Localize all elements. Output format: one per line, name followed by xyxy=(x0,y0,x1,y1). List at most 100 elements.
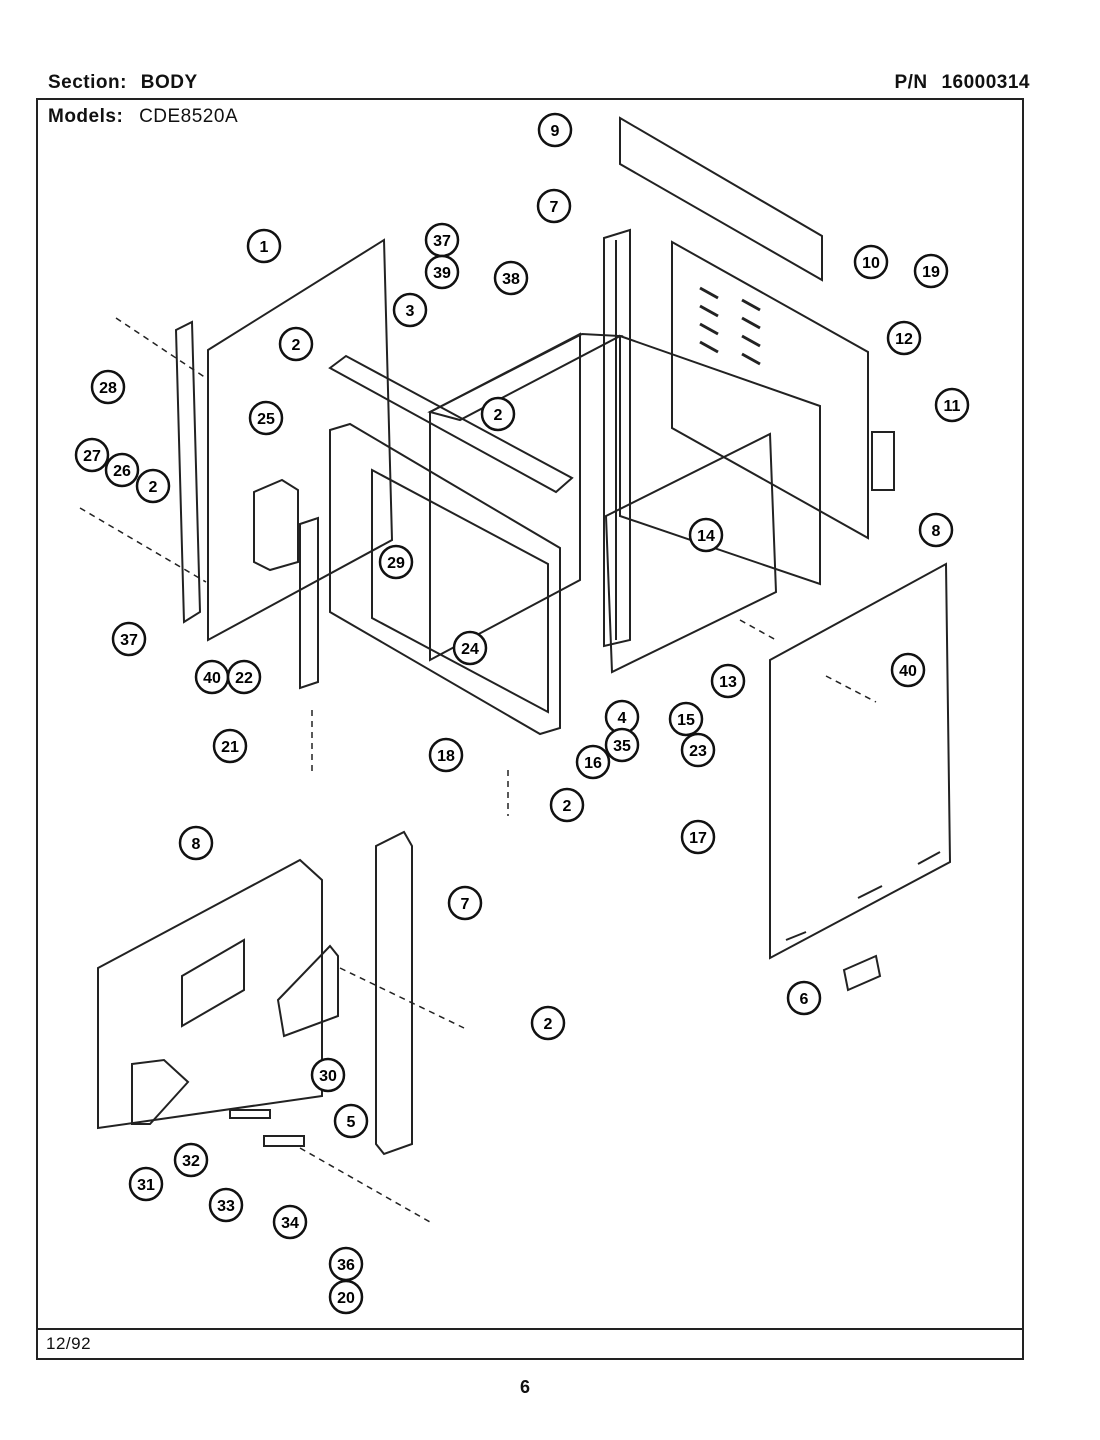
callout-16: 16 xyxy=(575,744,611,780)
callout-34: 34 xyxy=(272,1204,308,1240)
callout-number: 36 xyxy=(337,1257,355,1274)
callout-circle xyxy=(786,980,822,1016)
callout-36: 36 xyxy=(328,1246,364,1282)
front-strip-part xyxy=(299,516,319,690)
callout-2: 2 xyxy=(278,326,314,362)
callout-14: 14 xyxy=(688,517,724,553)
leveling-bracket-part xyxy=(842,954,882,992)
oven-liner-top xyxy=(427,332,624,422)
callout-number: 21 xyxy=(221,739,239,756)
callout-33: 33 xyxy=(208,1187,244,1223)
callout-number: 26 xyxy=(113,463,131,480)
part-number-label: P/N xyxy=(894,72,928,93)
callout-number: 16 xyxy=(584,755,602,772)
callout-circle xyxy=(537,112,573,148)
callout-8: 8 xyxy=(918,512,954,548)
lower-inner-panel-part xyxy=(97,858,323,1130)
callout-circle xyxy=(688,517,724,553)
callout-number: 8 xyxy=(192,836,201,853)
callout-22: 22 xyxy=(226,659,262,695)
callout-number: 4 xyxy=(618,710,627,727)
callout-circle xyxy=(333,1103,369,1139)
callout-circle xyxy=(710,663,746,699)
oven-liner-back xyxy=(619,334,821,586)
callout-40: 40 xyxy=(890,652,926,688)
callout-29: 29 xyxy=(378,544,414,580)
callout-37: 37 xyxy=(424,222,460,258)
callout-number: 7 xyxy=(550,199,559,216)
callout-number: 20 xyxy=(337,1290,355,1307)
callout-circle xyxy=(135,468,171,504)
callout-number: 37 xyxy=(433,233,451,250)
callout-number: 38 xyxy=(502,271,520,288)
callout-2: 2 xyxy=(530,1005,566,1041)
callout-number: 23 xyxy=(689,743,707,760)
callout-circle xyxy=(424,254,460,290)
part-number-value: 16000314 xyxy=(941,72,1030,93)
corner-bracket-part xyxy=(131,1058,190,1125)
callout-circle xyxy=(212,728,248,764)
callout-number: 7 xyxy=(461,896,470,913)
callout-circle xyxy=(111,621,147,657)
callout-10: 10 xyxy=(853,244,889,280)
callout-21: 21 xyxy=(212,728,248,764)
callout-circle xyxy=(178,825,214,861)
callout-circle xyxy=(392,292,428,328)
callout-number: 2 xyxy=(494,407,503,424)
front-trim-strip-part xyxy=(174,320,202,624)
callout-18: 18 xyxy=(428,737,464,773)
callout-40: 40 xyxy=(194,659,230,695)
footer-divider xyxy=(38,1328,1022,1330)
callout-2: 2 xyxy=(549,787,585,823)
rear-panel-vents xyxy=(699,286,761,366)
right-side-panel-part xyxy=(769,562,952,960)
callout-3: 3 xyxy=(392,292,428,328)
callout-circle xyxy=(104,452,140,488)
callout-number: 35 xyxy=(613,738,631,755)
callout-15: 15 xyxy=(668,701,704,737)
callout-number: 28 xyxy=(99,380,117,397)
callout-24: 24 xyxy=(452,630,488,666)
left-side-panel-part xyxy=(207,238,394,642)
callout-26: 26 xyxy=(104,452,140,488)
callout-6: 6 xyxy=(786,980,822,1016)
callout-20: 20 xyxy=(328,1279,364,1315)
callout-31: 31 xyxy=(128,1166,164,1202)
callout-number: 2 xyxy=(563,798,572,815)
callout-35: 35 xyxy=(604,727,640,763)
top-bracket-part xyxy=(328,354,574,494)
callout-number: 34 xyxy=(281,1215,299,1232)
callout-circle xyxy=(272,1204,308,1240)
callout-number: 32 xyxy=(182,1153,200,1170)
callout-number: 2 xyxy=(292,337,301,354)
callout-9: 9 xyxy=(537,112,573,148)
callout-circle xyxy=(447,885,483,921)
callout-number: 13 xyxy=(719,674,737,691)
callout-circle xyxy=(128,1166,164,1202)
callout-38: 38 xyxy=(493,260,529,296)
section-label: Section: xyxy=(48,72,127,93)
callout-number: 33 xyxy=(217,1198,235,1215)
callout-number: 2 xyxy=(149,479,158,496)
callout-7: 7 xyxy=(447,885,483,921)
callout-32: 32 xyxy=(173,1142,209,1178)
section-heading: Section: BODY xyxy=(48,72,198,94)
callout-number: 18 xyxy=(437,748,455,765)
callout-circle xyxy=(378,544,414,580)
terminal-block-part xyxy=(263,1135,305,1147)
callout-circle xyxy=(428,737,464,773)
callout-circle xyxy=(74,437,110,473)
callout-number: 37 xyxy=(120,632,138,649)
callout-number: 5 xyxy=(347,1114,356,1131)
callout-circle xyxy=(575,744,611,780)
callout-number: 14 xyxy=(697,528,715,545)
wiring-box-part xyxy=(253,478,299,572)
callout-5: 5 xyxy=(333,1103,369,1139)
callout-28: 28 xyxy=(90,369,126,405)
lower-vertical-channel-part xyxy=(375,830,413,1156)
part-drawings xyxy=(97,116,952,1156)
models-heading: Models: CDE8520A xyxy=(48,106,238,128)
callout-number: 6 xyxy=(800,991,809,1008)
callout-circle xyxy=(934,387,970,423)
